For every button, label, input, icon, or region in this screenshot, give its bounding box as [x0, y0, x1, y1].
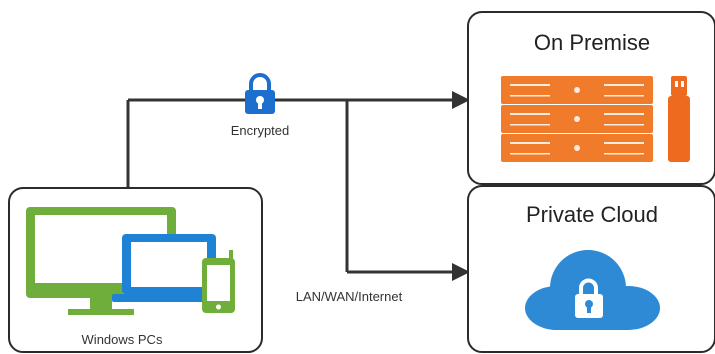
- target-box-onpremise: On Premise: [467, 11, 715, 185]
- source-title: Windows PCs: [82, 332, 163, 347]
- source-box: Windows PCs: [8, 187, 263, 353]
- arrowhead-private-cloud: [452, 263, 470, 281]
- private-cloud-title: Private Cloud: [526, 202, 658, 227]
- arrowhead-onpremise: [452, 91, 470, 109]
- encrypted-label: Encrypted: [231, 123, 290, 138]
- network-label: LAN/WAN/Internet: [296, 289, 403, 304]
- target-box-private-cloud: Private Cloud: [467, 185, 715, 353]
- server-rack-icon: [501, 76, 653, 162]
- onpremise-title: On Premise: [534, 30, 650, 55]
- laptop-icon: [112, 234, 226, 302]
- cloud-lock-icon: [525, 250, 660, 330]
- smartphone-icon: [202, 250, 235, 313]
- padlock-icon: [245, 73, 275, 114]
- usb-drive-icon: [668, 76, 690, 162]
- connectors: [126, 98, 455, 274]
